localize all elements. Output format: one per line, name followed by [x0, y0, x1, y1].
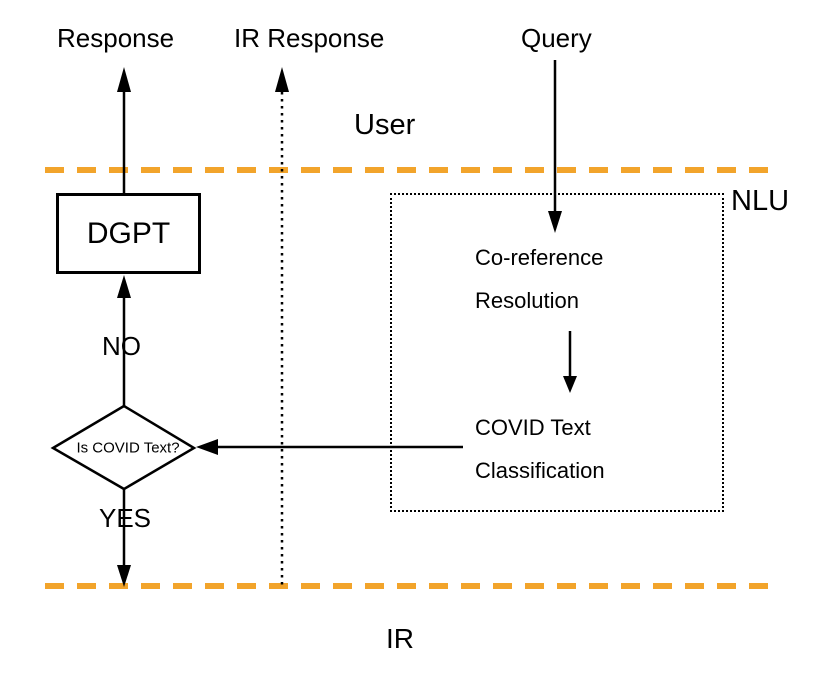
decision-diamond [50, 404, 197, 491]
ir-lane-label: IR [386, 623, 414, 654]
nlu-lane-label: NLU [731, 185, 790, 217]
ir-response-label: IR Response [234, 23, 385, 53]
classification-node-line1: COVID Text [475, 415, 591, 440]
query-label: Query [521, 23, 592, 53]
decision-diamond-label: Is COVID Text? [76, 439, 180, 457]
response-arrowhead-icon [117, 67, 131, 92]
no-branch-label: NO [102, 331, 141, 361]
coreference-node-line1: Co-reference [475, 245, 604, 270]
coref-to-classification-arrowhead-icon [563, 376, 577, 393]
yes-branch-label: YES [99, 503, 152, 533]
coreference-node-line2: Resolution [475, 288, 579, 313]
ir-response-arrowhead-icon [275, 67, 289, 92]
classification-node-line2: Classification [475, 458, 605, 483]
user-lane-label: User [354, 109, 416, 141]
dgpt-node-label: DGPT [86, 216, 171, 250]
no-branch-arrowhead-icon [117, 275, 131, 298]
yes-branch-arrowhead-icon [117, 565, 131, 587]
dgpt-node: DGPT [56, 193, 201, 274]
response-label: Response [57, 23, 175, 53]
query-arrowhead-icon [548, 211, 562, 233]
nlu-boundary-box [390, 193, 724, 512]
classification-to-decision-arrowhead-icon [196, 439, 218, 455]
